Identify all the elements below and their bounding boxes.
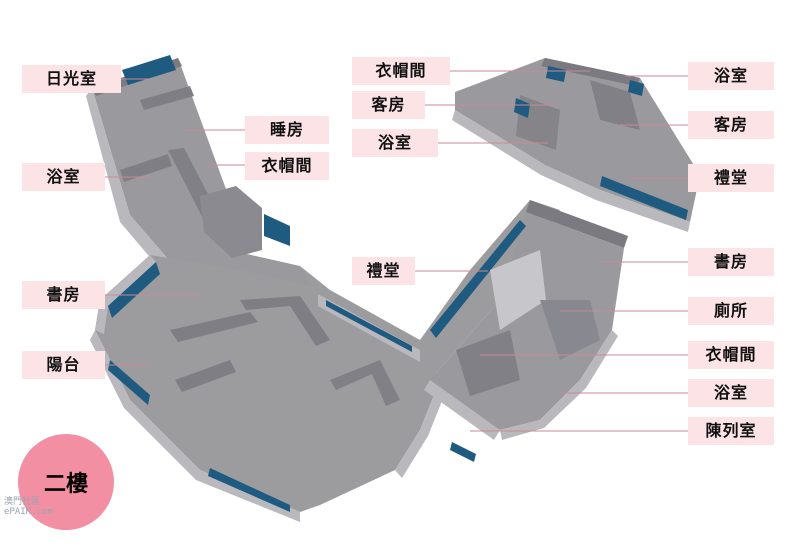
watermark-line2: ePAIK.com	[4, 507, 53, 517]
tower-floor	[92, 58, 318, 300]
label-guest-right: 客房	[688, 111, 774, 139]
label-wardrobe-left: 衣帽間	[245, 152, 329, 180]
right-wing-front-wall	[500, 330, 618, 440]
sunroom-window	[122, 55, 176, 85]
corridor-windows	[326, 300, 412, 352]
label-balcony: 陽台	[22, 351, 105, 379]
tower-inner-wall-2	[120, 154, 172, 182]
bottom-windows	[208, 468, 290, 512]
label-wardrobe-right: 衣帽間	[688, 341, 774, 369]
tower-block-wall	[200, 186, 262, 258]
display-room-window	[450, 442, 476, 462]
label-wardrobe-top: 衣帽間	[352, 57, 450, 85]
right-wing	[300, 200, 628, 462]
top-building-back-wall	[541, 58, 640, 86]
main-partition-4	[330, 360, 400, 406]
study-windows	[108, 262, 160, 318]
right-wing-back-wall	[526, 200, 628, 248]
main-right-wall	[395, 380, 448, 478]
label-bath-right: 浴室	[688, 379, 774, 407]
right-wing-windows	[430, 220, 526, 338]
label-sunroom: 日光室	[22, 65, 121, 93]
label-chapel-right: 禮堂	[688, 164, 774, 192]
corridor-floor	[300, 200, 560, 380]
label-chapel-center: 禮堂	[352, 257, 415, 285]
leader-lines	[105, 70, 688, 432]
top-partition-2	[590, 80, 640, 130]
main-partition-2	[240, 296, 330, 346]
tower-inner-wall-1	[140, 86, 194, 110]
top-building-front-wall	[452, 110, 690, 232]
top-window-1	[546, 66, 566, 82]
top-building	[452, 58, 700, 232]
label-guest-top: 客房	[352, 91, 425, 119]
main-partition-1	[170, 312, 258, 342]
watermark-line1: 澳門社區	[4, 497, 41, 507]
label-bath-left: 浴室	[22, 163, 105, 191]
label-bath-top-right: 浴室	[688, 62, 774, 90]
label-bedroom: 睡房	[245, 116, 329, 144]
main-partition-3	[175, 360, 236, 392]
top-building-windows	[600, 176, 688, 220]
toilet-partition	[540, 300, 600, 360]
label-toilet: 廁所	[688, 297, 774, 325]
wardrobe-partition	[456, 330, 520, 396]
watermark: 澳門社區 ePAIK.com	[4, 497, 53, 517]
top-window-2	[628, 80, 644, 96]
main-left-wall	[95, 255, 156, 334]
label-study-right: 書房	[688, 248, 774, 276]
tower-left-wall	[86, 88, 200, 302]
label-study-left: 書房	[22, 281, 105, 309]
label-display-room: 陳列室	[688, 417, 774, 445]
study-partition	[490, 250, 546, 330]
label-bath-top-left: 浴室	[352, 129, 438, 157]
display-room-wall	[424, 380, 500, 440]
floor-badge: 二樓	[18, 434, 114, 530]
balcony-windows	[108, 360, 150, 405]
tower-block-window	[264, 214, 290, 246]
top-window-3	[514, 98, 530, 118]
